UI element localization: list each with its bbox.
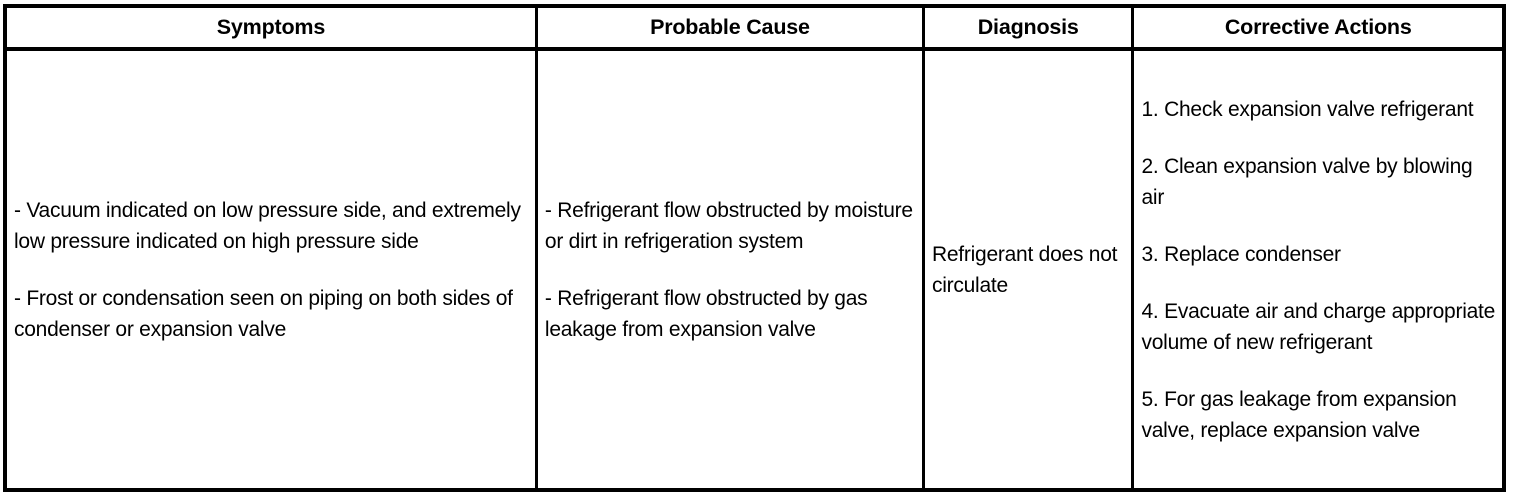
corrective-action-item: 4. Evacuate air and charge appropriate v… [1141, 299, 1496, 354]
symptoms-list: - Vacuum indicated on low pressure side,… [14, 195, 529, 345]
table-header: Symptoms Probable Cause Diagnosis Correc… [5, 6, 1504, 51]
diagnosis-item: Refrigerant does not circulate [931, 242, 1118, 297]
corrective-action-item: 1. Check expansion valve refrigerant [1141, 97, 1474, 121]
diagnosis-list: Refrigerant does not circulate [932, 239, 1126, 301]
column-header-probable-cause: Probable Cause [536, 6, 925, 51]
cell-symptoms: - Vacuum indicated on low pressure side,… [5, 49, 538, 490]
column-header-corrective-actions: Corrective Actions [1132, 6, 1504, 51]
column-header-diagnosis: Diagnosis [923, 6, 1135, 51]
table-body: - Vacuum indicated on low pressure side,… [5, 49, 1504, 490]
corrective-actions-list: 1. Check expansion valve refrigerant 2. … [1141, 94, 1496, 446]
symptom-item: - Frost or condensation seen on piping o… [14, 286, 513, 341]
troubleshooting-table: Symptoms Probable Cause Diagnosis Correc… [3, 4, 1506, 492]
cell-corrective-actions: 1. Check expansion valve refrigerant 2. … [1132, 49, 1504, 490]
column-header-symptoms: Symptoms [5, 6, 538, 51]
probable-cause-item: - Refrigerant flow obstructed by moistur… [544, 198, 913, 253]
cell-diagnosis: Refrigerant does not circulate [923, 49, 1135, 490]
table-row: - Vacuum indicated on low pressure side,… [5, 49, 1504, 490]
corrective-action-item: 5. For gas leakage from expansion valve,… [1141, 387, 1457, 442]
probable-cause-list: - Refrigerant flow obstructed by moistur… [545, 195, 916, 345]
corrective-action-item: 3. Replace condenser [1141, 242, 1341, 266]
cell-probable-cause: - Refrigerant flow obstructed by moistur… [536, 49, 925, 490]
corrective-action-item: 2. Clean expansion valve by blowing air [1141, 154, 1473, 209]
table-header-row: Symptoms Probable Cause Diagnosis Correc… [5, 6, 1504, 51]
symptom-item: - Vacuum indicated on low pressure side,… [14, 198, 521, 253]
probable-cause-item: - Refrigerant flow obstructed by gas lea… [544, 286, 868, 341]
